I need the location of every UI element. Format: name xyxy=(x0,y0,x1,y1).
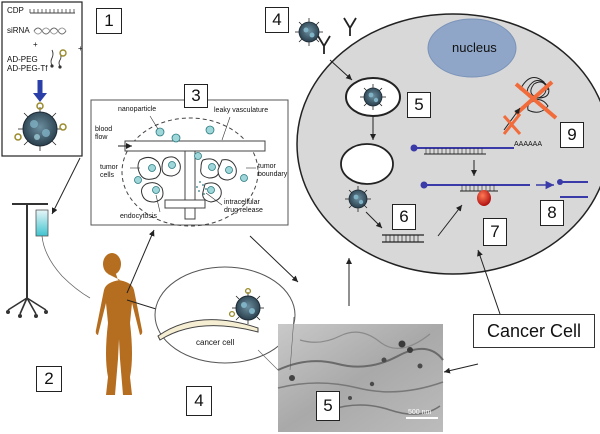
blood-vessel xyxy=(124,140,266,220)
step-number-5-bottom: 5 xyxy=(316,391,340,421)
sirna-label: siRNA xyxy=(7,26,30,35)
leaky-vasculature-label: leaky vasculature xyxy=(214,107,269,114)
step-number-4-cell: 4 xyxy=(265,7,289,33)
sirna-helix-icon xyxy=(33,27,67,35)
cdp-label: CDP xyxy=(7,6,24,15)
ad-peg-tf-icon xyxy=(58,49,67,69)
scale-bar-label: 500 nm xyxy=(408,409,432,416)
step-number-1: 1 xyxy=(96,8,122,34)
plus-sign-1: + xyxy=(33,40,38,49)
mrna-target xyxy=(410,144,514,155)
bound-nanoparticle-icon xyxy=(228,287,264,324)
ad-peg-tf-label: AD-PEG-Tf xyxy=(7,64,48,73)
step-number-8-cell: 8 xyxy=(540,200,564,226)
incoming-nanoparticle-icon xyxy=(295,18,323,46)
ad-peg-label: AD-PEG xyxy=(7,55,38,64)
cdp-chain-icon xyxy=(29,9,75,14)
released-endosome xyxy=(340,143,394,185)
sirna-duplex xyxy=(382,234,424,243)
assembly-arrow-icon xyxy=(33,80,47,102)
step-number-4-bottom: 4 xyxy=(186,386,212,416)
protein-knockdown-icon xyxy=(502,77,558,135)
cancer-cell-label: Cancer Cell xyxy=(473,314,595,348)
polya-tail-label: AAAAAA xyxy=(514,141,543,148)
cancer-cell-membrane xyxy=(157,319,259,341)
panel3-leaders xyxy=(130,115,256,213)
step-number-6-cell: 6 xyxy=(392,204,416,230)
step-number-2: 2 xyxy=(36,366,62,392)
released-nanoparticle-icon xyxy=(345,186,371,212)
mrna-cleavage xyxy=(420,181,530,206)
risc-complex-icon xyxy=(477,190,491,206)
patient-body-icon xyxy=(95,253,143,395)
step-number-3: 3 xyxy=(184,84,208,108)
tumor-nanoparticles xyxy=(134,125,248,194)
blood-flow-label: blood flow xyxy=(95,126,113,141)
nanoparticle-label: nanoparticle xyxy=(118,106,157,113)
step-number-5-cell: 5 xyxy=(407,92,431,118)
tumor-boundary-ring xyxy=(121,117,259,227)
tumor-boundary-label: tumor boundary xyxy=(258,163,288,178)
nucleus xyxy=(427,18,517,78)
zoom-circle xyxy=(154,266,296,364)
nucleus-label: nucleus xyxy=(452,40,497,55)
electron-micrograph xyxy=(277,324,444,432)
drug-release-label: intracellular drug release xyxy=(224,199,263,214)
assembled-nanoparticle-icon xyxy=(14,102,67,151)
endosome-nanoparticle-icon xyxy=(360,84,386,110)
endocytosis-label: endocytosis xyxy=(120,213,157,220)
step-number-7-cell: 7 xyxy=(483,218,507,246)
iv-stand-icon xyxy=(6,203,91,318)
drug-release-dots xyxy=(196,181,207,195)
cancer-cell-small-label: cancer cell xyxy=(196,338,235,347)
ad-peg-icon xyxy=(50,49,54,68)
tumor-cells-label: tumor cells xyxy=(100,164,118,179)
plus-sign-2: + xyxy=(78,44,83,53)
membrane-receptors xyxy=(317,17,357,54)
step-number-9-cell: 9 xyxy=(560,122,584,148)
